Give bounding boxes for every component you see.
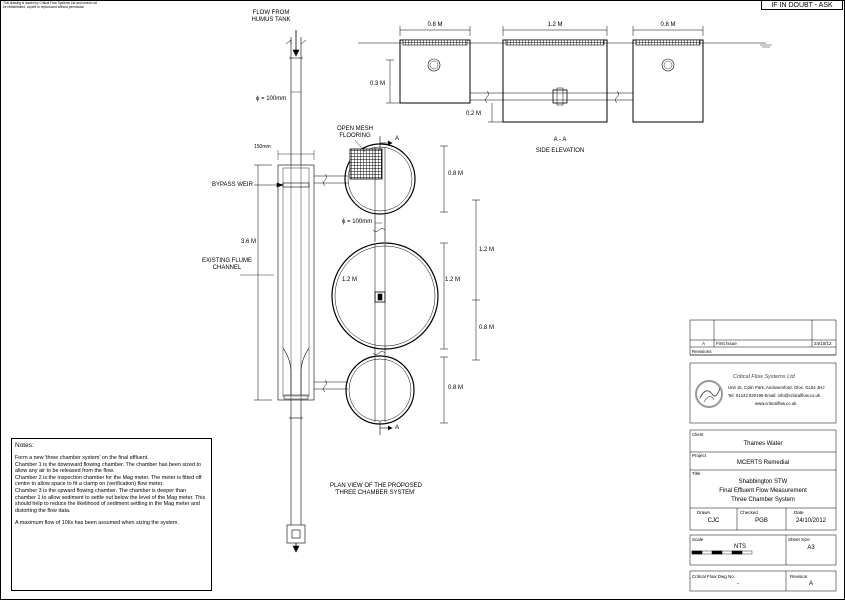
revision-date: 24/10/12 [814, 341, 832, 346]
connector-pipe-2 [372, 214, 386, 242]
notes-box: Notes: Form a new 'three chamber system'… [11, 438, 212, 591]
flume-length-dim [254, 164, 272, 401]
dim-chamber1-label: 0.8 M [448, 171, 464, 177]
dwg-no-value: - [737, 581, 739, 587]
chamber-3 [345, 355, 415, 425]
flume-length-label: 3.6 M [241, 239, 257, 245]
chamber-2 [331, 242, 439, 350]
side-elevation-label: SIDE ELEVATION [535, 148, 585, 154]
elev-dim-1-label: 0.8 M [427, 22, 443, 28]
revision-table [689, 319, 837, 356]
client-label: Client [692, 432, 704, 437]
inlet-pipe [285, 30, 307, 165]
connector-pipe-3 [372, 348, 386, 357]
chamber-dims [440, 145, 480, 424]
chamber-1 [344, 143, 416, 215]
width-150-label: 150mm [254, 144, 271, 150]
company-web: www.criticalflow.co.uk [755, 401, 797, 406]
pipe-dia-mid-label: ϕ = 100mm [342, 219, 373, 225]
revisions-heading: Revisions [692, 349, 712, 354]
section-marker-bottom [379, 421, 393, 435]
notes-p2: Chamber 1 is the downward flowing chambe… [15, 461, 201, 475]
title-label: Title [692, 471, 701, 476]
dim-right-bottom-label: 0.8 M [479, 325, 495, 331]
checked-value: PGB [755, 518, 768, 524]
existing-flume-label-1: EXISTING FLUME [201, 258, 252, 264]
existing-flume-label-2: CHANNEL [212, 265, 242, 271]
section-aa-label: A - A [553, 137, 567, 143]
connector-pipe-1 [314, 173, 348, 187]
company-address: Unit 15, Colin Park, Andoversford, Glos.… [728, 385, 825, 390]
notes-p4: Chamber 3 is the upward flowing chamber.… [15, 487, 206, 514]
date-label: Date [794, 510, 804, 515]
title-line-1: Shabbington STW [738, 479, 788, 485]
scale-label: Scale [692, 537, 704, 542]
bypass-weir-label: BYPASS WEIR [212, 182, 253, 188]
checked-label: Checked [740, 510, 758, 515]
elev-03-label: 0.3 M [370, 81, 386, 87]
open-mesh-label-2: FLOORING [339, 133, 371, 139]
revision-label: Revision [790, 574, 808, 579]
notes-heading: Notes: [15, 442, 34, 449]
info-box [689, 429, 837, 531]
pipe-dia-top-label: ϕ = 100mm [256, 96, 287, 102]
elev-02-label: 0.2 M [466, 111, 482, 117]
company-box [689, 362, 837, 424]
sheet-size-label: Sheet Size [788, 537, 810, 542]
dim-chamber2-width-label: 1.2 M [342, 277, 358, 283]
dim-chamber3-label: 0.8 M [448, 385, 464, 391]
scale-value: NTS [734, 544, 746, 550]
dim-chamber2-label: 1.2 M [445, 277, 461, 283]
revision-rev: A [702, 341, 706, 346]
notes-p1: Form a new 'three chamber system' on the… [15, 455, 149, 461]
copyright-notice: This drawing is issued by Critical Flow … [3, 1, 98, 9]
open-mesh-label-1: OPEN MESH [336, 126, 373, 132]
drawn-value: CJC [707, 518, 720, 524]
return-pipe [314, 379, 348, 393]
project-label: Project [692, 453, 707, 458]
bypass-weir-leader [254, 182, 284, 188]
width-150-dim [277, 150, 315, 160]
plan-view-title-1: PLAN VIEW OF THE PROPOSED [330, 483, 422, 489]
flume-channel [277, 164, 315, 401]
dwg-box [689, 570, 837, 592]
sheet-size-value: A3 [807, 545, 815, 551]
title-line-2: Final Effluent Flow Measurement [719, 488, 807, 494]
side-elevation [358, 26, 772, 123]
company-logo-icon [695, 380, 723, 408]
humus-tank-label: HUMUS TANK [251, 17, 291, 23]
notes-p5: A maximum flow of 10l/s has been assumed… [15, 520, 179, 527]
company-contact: Tel: 01242 820199 Email: info@criticalfl… [728, 393, 821, 398]
section-marker-top [379, 136, 393, 150]
dim-right-top-label: 1.2 M [479, 247, 495, 253]
title-line-3: Three Chamber System [731, 497, 795, 503]
revision-value: A [808, 581, 813, 587]
drawn-label: Drawn [697, 510, 711, 515]
project-value: MCERTS Remedial [736, 460, 790, 466]
dwg-no-label: Critical Flow Dwg No. [692, 574, 736, 579]
scale-box [689, 534, 837, 566]
flow-from-label: FLOW FROM [252, 10, 290, 16]
notes-p3: Chamber 2 is the inspection chamber for … [15, 474, 202, 488]
plan-view-title-2: 'THREE CHAMBER SYSTEM' [334, 490, 416, 496]
date-value: 24/10/2012 [795, 518, 827, 524]
client-value: Thames Water [743, 441, 783, 447]
revision-description: First Issue [716, 341, 737, 346]
section-a-top-label: A [395, 136, 400, 142]
section-a-bottom-label: A [395, 425, 400, 431]
elev-dim-3-label: 0.8 M [660, 22, 676, 28]
company-name: Critical Flow Systems Ltd [733, 374, 795, 380]
elev-dim-2-label: 1.2 M [547, 22, 563, 28]
outlet-pipe [286, 400, 306, 553]
